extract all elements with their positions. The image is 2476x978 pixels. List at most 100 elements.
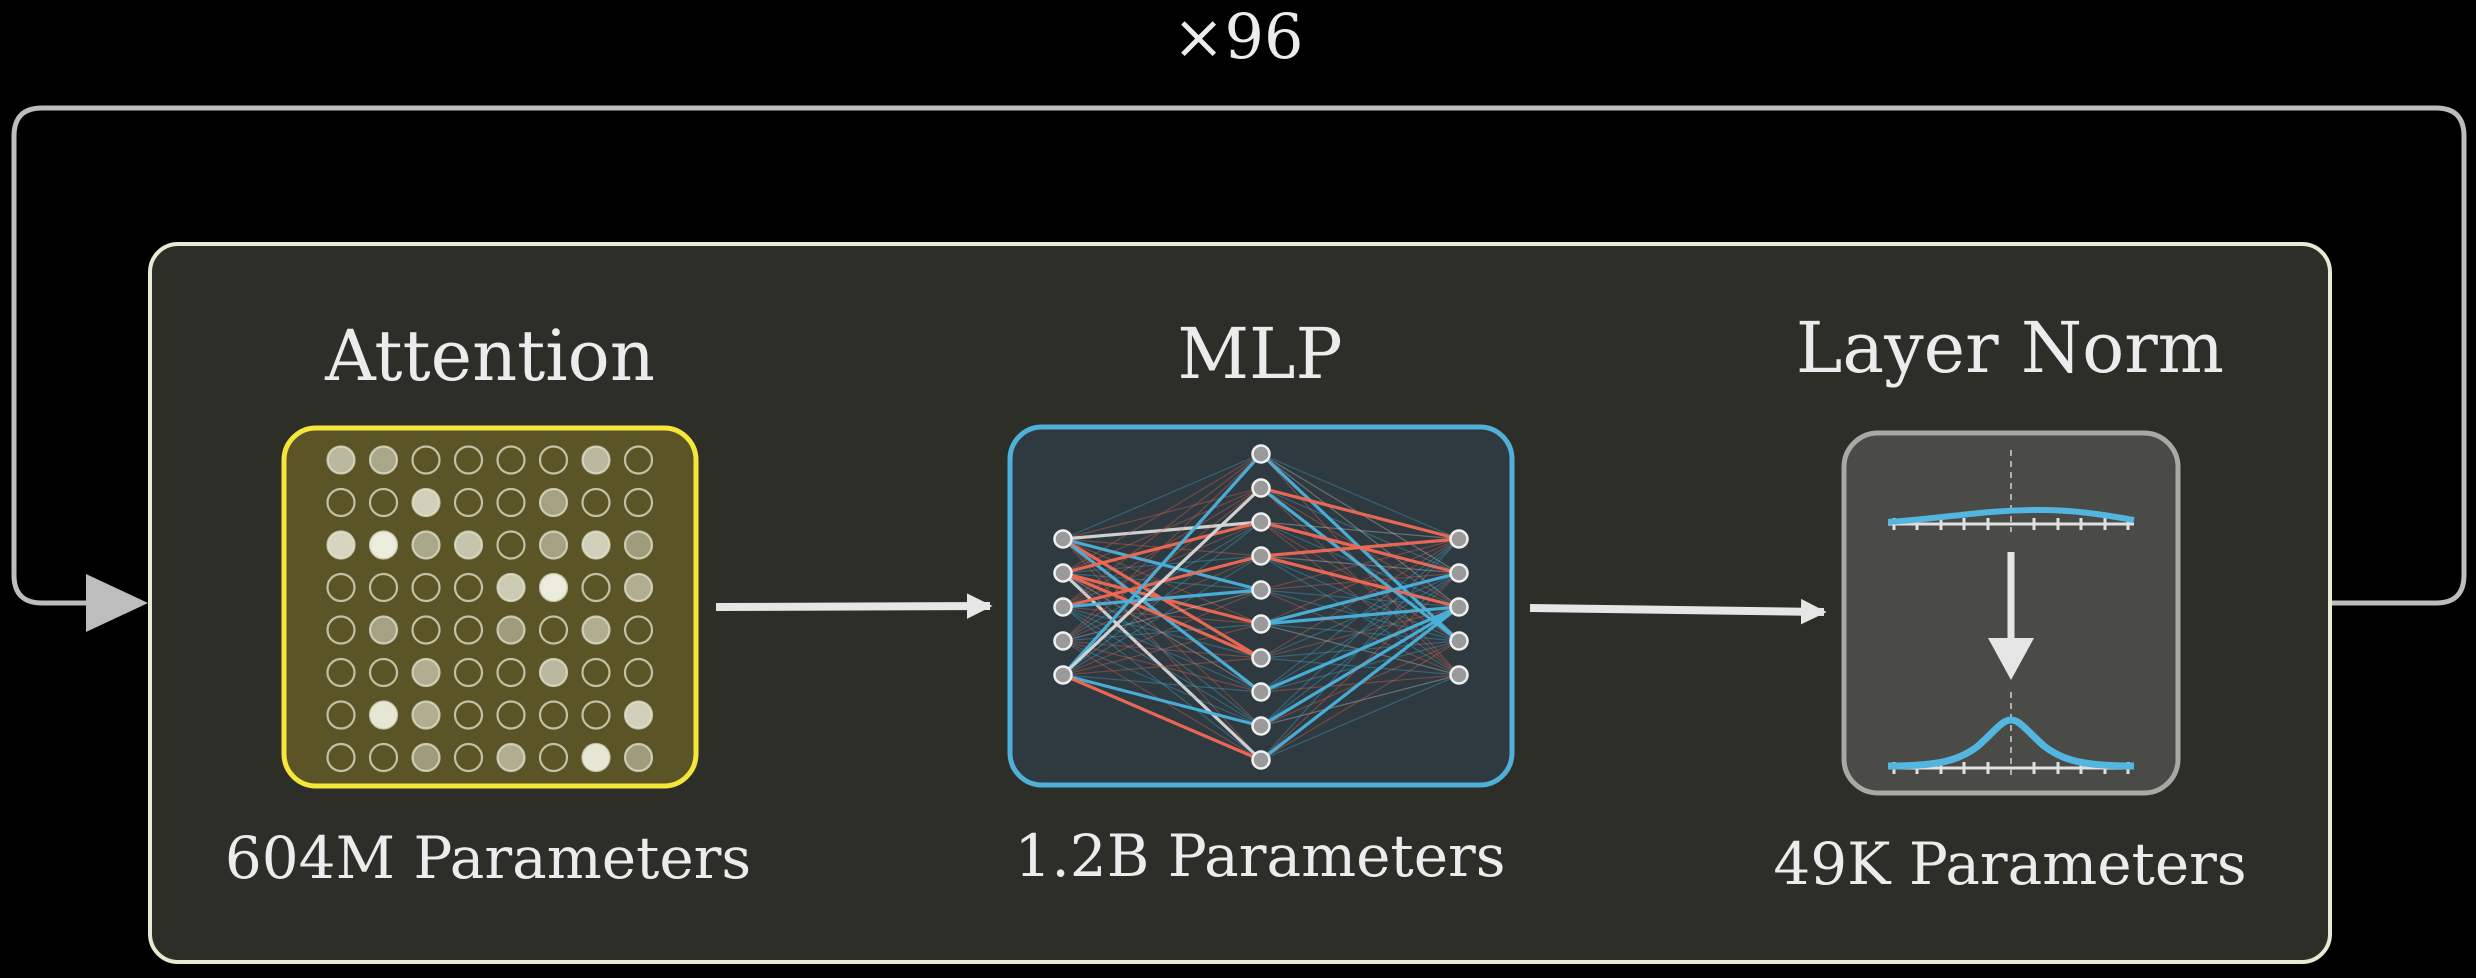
attention-cell [453, 487, 484, 518]
attention-cell [538, 700, 569, 730]
attention-cell [326, 657, 356, 688]
network-edge [1062, 487, 1262, 608]
network-edge [1062, 588, 1262, 609]
network-edge [1260, 538, 1460, 693]
network-edge [1062, 538, 1262, 727]
network-node [1251, 716, 1271, 736]
network-edge [1260, 572, 1460, 591]
attention-cell [368, 487, 399, 518]
attention-cell [496, 615, 526, 645]
network-node [1251, 444, 1271, 464]
network-edge [1260, 538, 1460, 625]
attention-cell [368, 700, 399, 730]
mlp-title: MLP [1177, 313, 1342, 395]
attention-cell [538, 742, 569, 773]
attention-cell [623, 445, 654, 475]
mlp-to-layer-norm-arrow [1529, 598, 1827, 625]
attention-cell [411, 615, 441, 645]
network-edge [1260, 605, 1460, 728]
attention-cell [623, 657, 654, 688]
network-node [1053, 631, 1073, 651]
attention-cell [326, 445, 356, 475]
attention-cell [538, 572, 569, 603]
network-edge [1260, 486, 1460, 643]
attention-cell [453, 445, 484, 475]
attention-cell [581, 700, 611, 730]
attention-cell [326, 700, 356, 730]
attention-cell [623, 572, 654, 603]
network-edge [1062, 453, 1262, 574]
attention-cell [623, 742, 654, 773]
attention-cell [453, 615, 484, 645]
network-edge [1260, 554, 1460, 609]
network-node [1449, 631, 1469, 651]
network-edge [1061, 486, 1263, 677]
attention-cell [581, 530, 611, 560]
network-edge [1062, 674, 1262, 693]
network-edge [1260, 674, 1460, 727]
attention-cell [496, 487, 526, 518]
network-edge [1260, 623, 1460, 642]
neural-network-graph-icon [1053, 444, 1469, 770]
attention-cell [453, 742, 484, 773]
network-edge [1062, 606, 1262, 693]
attention-cell [496, 530, 526, 560]
attention-cell [581, 657, 611, 688]
attention-cell [411, 700, 441, 730]
repeat-label: ×96 [1173, 0, 1304, 73]
network-edge [1260, 674, 1460, 761]
network-edge [1062, 520, 1262, 575]
network-edge [1062, 640, 1262, 693]
attention-cell [623, 530, 654, 560]
attention-cell [411, 445, 441, 475]
attention-cell [623, 615, 654, 645]
network-edge [1062, 453, 1262, 642]
network-node [1053, 563, 1073, 583]
attention-cell [368, 657, 399, 688]
attention-cell [538, 445, 569, 475]
network-edge [1260, 589, 1460, 676]
network-node [1251, 682, 1271, 702]
network-edge [1062, 623, 1262, 676]
network-node [1251, 580, 1271, 600]
attention-cell [453, 530, 484, 560]
network-edge [1062, 487, 1262, 540]
attention-cell [411, 530, 441, 560]
network-edge [1062, 520, 1262, 541]
attention-cell [368, 742, 399, 773]
network-edge [1260, 572, 1460, 659]
network-edge [1062, 571, 1262, 660]
network-node [1251, 512, 1271, 532]
attention-cell [453, 572, 484, 603]
network-edge [1260, 537, 1460, 558]
layer-norm-params-label: 49K Parameters [1773, 830, 2246, 898]
network-edge [1062, 606, 1262, 761]
network-edge [1260, 555, 1460, 574]
network-node [1449, 529, 1469, 549]
network-edge [1260, 453, 1460, 540]
network-edge [1260, 606, 1460, 659]
network-node [1449, 597, 1469, 617]
network-edge [1260, 605, 1460, 694]
attention-pattern-grid-icon [326, 445, 654, 773]
repeat-loop-line [11, 105, 2467, 606]
attention-cell [496, 572, 526, 603]
attention-cell [368, 530, 399, 560]
attention-cell [496, 445, 526, 475]
network-edge [1062, 589, 1262, 676]
network-edge [1260, 538, 1460, 659]
mlp-box [1007, 424, 1515, 788]
attention-cell [368, 615, 399, 645]
network-node [1449, 563, 1469, 583]
attention-to-mlp-arrow [715, 593, 993, 619]
attention-cell [326, 742, 356, 773]
network-edge [1062, 606, 1262, 625]
network-edge [1062, 606, 1262, 659]
attention-cell [496, 657, 526, 688]
attention-cell [496, 742, 526, 773]
attention-cell [623, 700, 654, 730]
network-edge [1062, 538, 1262, 761]
attention-cell [368, 572, 399, 603]
network-node [1449, 665, 1469, 685]
